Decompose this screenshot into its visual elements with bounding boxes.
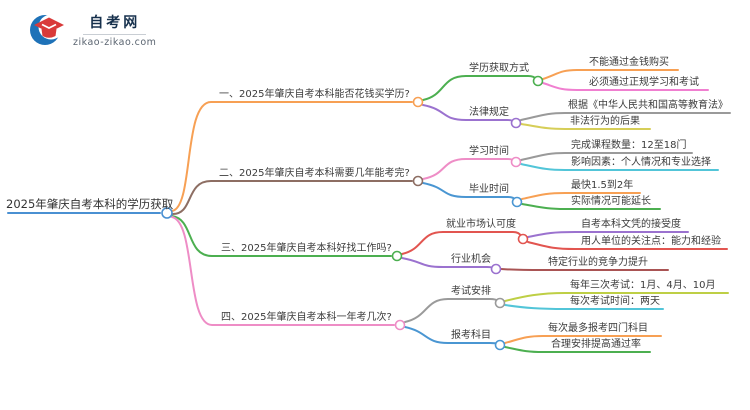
root-node-toggle[interactable] bbox=[161, 207, 173, 219]
leaf-line bbox=[520, 163, 719, 171]
branch-3-line bbox=[171, 215, 392, 257]
leaf-node[interactable]: 合理安排提高通过率 bbox=[551, 339, 641, 350]
leaf-line bbox=[504, 304, 664, 310]
leaf-node[interactable]: 自考本科文凭的接受度 bbox=[581, 219, 681, 230]
branch-3-child-2-toggle[interactable] bbox=[490, 263, 502, 275]
branch-1-node-toggle[interactable] bbox=[412, 96, 424, 108]
branch-1-child-1-line bbox=[422, 75, 537, 101]
node-graduation-time[interactable]: 毕业时间 bbox=[469, 184, 509, 195]
branch-4-child-1-toggle[interactable] bbox=[494, 297, 506, 309]
leaf-node[interactable]: 每年三次考试：1月、4月、10月 bbox=[570, 280, 716, 291]
branch-3-node-toggle[interactable] bbox=[391, 250, 403, 262]
leaf-node[interactable]: 实际情况可能延长 bbox=[571, 196, 651, 207]
leaf-line bbox=[520, 152, 693, 161]
node-exam-schedule[interactable]: 考试安排 bbox=[451, 286, 491, 297]
branch-2-node-toggle[interactable] bbox=[412, 175, 424, 187]
node-job-market-recognition[interactable]: 就业市场认可度 bbox=[446, 219, 516, 230]
branch-2-node[interactable]: 二、2025年肇庆自考本科需要几年能考完? bbox=[219, 168, 410, 179]
node-degree-acquisition-method[interactable]: 学历获取方式 bbox=[469, 63, 529, 74]
leaf-node[interactable]: 不能通过金钱购买 bbox=[589, 57, 669, 68]
connector-lines bbox=[7, 69, 731, 353]
leaf-node[interactable]: 最快1.5到2年 bbox=[571, 180, 634, 191]
node-legal-provisions[interactable]: 法律规定 bbox=[469, 107, 509, 118]
leaf-line bbox=[520, 123, 651, 130]
logo-domain: zikao-zikao.com bbox=[73, 37, 157, 48]
root-node[interactable]: 2025年肇庆自考本科的学历获取 bbox=[6, 197, 174, 211]
leaf-node[interactable]: 根据《中华人民共和国高等教育法》 bbox=[568, 100, 728, 111]
logo-text: 自考网 zikao-zikao.com bbox=[73, 12, 156, 48]
leaf-line bbox=[521, 192, 641, 200]
leaf-line bbox=[542, 82, 709, 91]
node-study-time[interactable]: 学习时间 bbox=[469, 146, 509, 157]
logo-title: 自考网 bbox=[83, 12, 147, 35]
leaf-node[interactable]: 每次考试时间：两天 bbox=[570, 296, 660, 307]
branch-4-node-toggle[interactable] bbox=[394, 319, 406, 331]
leaf-node[interactable]: 特定行业的竞争力提升 bbox=[548, 257, 648, 268]
branch-3-node[interactable]: 三、2025年肇庆自考本科好找工作吗? bbox=[221, 243, 392, 254]
leaf-line bbox=[521, 203, 661, 210]
leaf-line bbox=[504, 335, 662, 344]
node-exam-subjects[interactable]: 报考科目 bbox=[451, 330, 491, 341]
branch-1-node[interactable]: 一、2025年肇庆自考本科能否花钱买学历? bbox=[219, 89, 410, 100]
leaf-node[interactable]: 每次最多报考四门科目 bbox=[548, 323, 648, 334]
branch-2-child-1-line bbox=[422, 158, 515, 180]
branch-2-line bbox=[171, 180, 413, 216]
branch-4-child-2-toggle[interactable] bbox=[494, 339, 506, 351]
leaf-node[interactable]: 完成课程数量：12至18门 bbox=[571, 140, 687, 151]
graduation-cap-logo-icon bbox=[30, 14, 64, 45]
branch-3-child-1-toggle[interactable] bbox=[517, 233, 529, 245]
leaf-line bbox=[527, 231, 689, 238]
node-industry-opportunity[interactable]: 行业机会 bbox=[451, 254, 491, 265]
branch-4-line bbox=[171, 216, 395, 326]
leaf-node[interactable]: 必须通过正规学习和考试 bbox=[589, 77, 699, 88]
leaf-line bbox=[504, 292, 729, 302]
branch-1-child-2-toggle[interactable] bbox=[510, 117, 522, 129]
branch-2-child-1-toggle[interactable] bbox=[510, 156, 522, 168]
branch-3-child-1-line bbox=[401, 231, 522, 255]
branch-1-child-1-toggle[interactable] bbox=[532, 75, 544, 87]
leaf-line bbox=[500, 268, 669, 271]
branch-4-node[interactable]: 四、2025年肇庆自考本科一年考几次? bbox=[221, 312, 392, 323]
branch-2-child-2-toggle[interactable] bbox=[511, 196, 523, 208]
leaf-node[interactable]: 用人单位的关注点：能力和经验 bbox=[581, 236, 721, 247]
leaf-line bbox=[520, 112, 731, 121]
leaf-line bbox=[542, 69, 679, 80]
leaf-node[interactable]: 影响因素：个人情况和专业选择 bbox=[571, 157, 711, 168]
leaf-line bbox=[504, 346, 651, 353]
leaf-line bbox=[527, 241, 728, 250]
leaf-node[interactable]: 非法行为的后果 bbox=[570, 116, 640, 127]
site-logo[interactable]: 自考网 zikao-zikao.com bbox=[28, 10, 156, 50]
branch-4-child-1-line bbox=[404, 298, 499, 323]
branch-1-line bbox=[171, 101, 413, 212]
